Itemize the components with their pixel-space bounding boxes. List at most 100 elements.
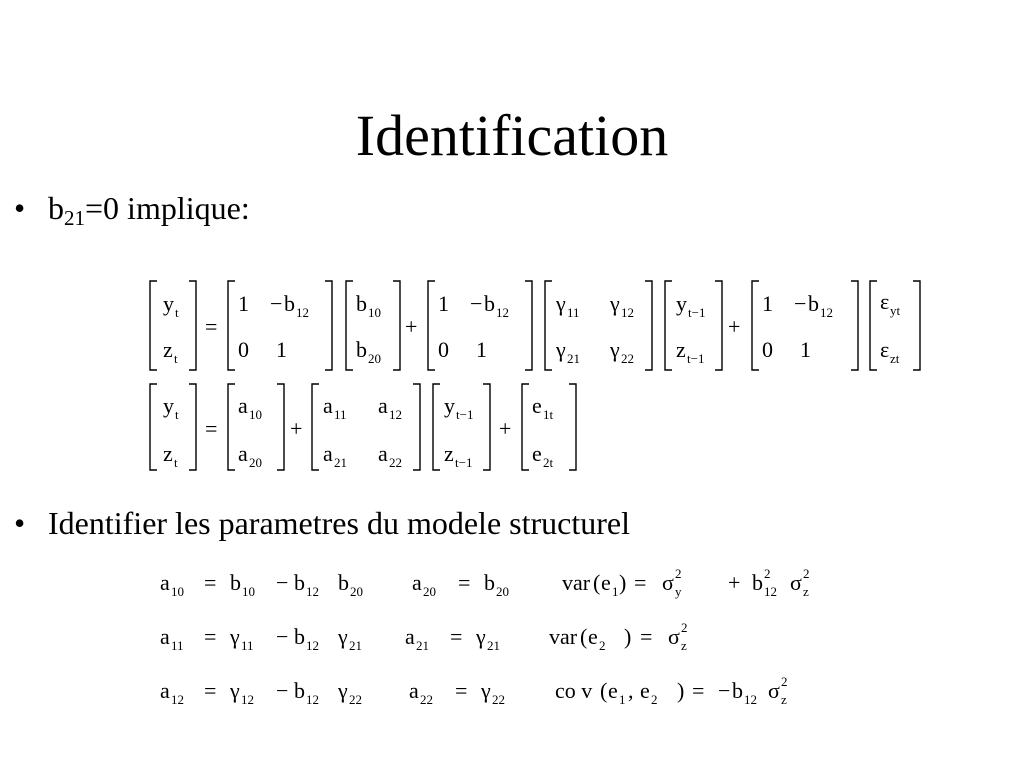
b0-vector-bracket-l — [345, 280, 353, 371]
rf-lag-y-base: y — [444, 393, 455, 418]
eq2-b12-base: b — [294, 624, 305, 649]
eq3-neg: − — [718, 678, 730, 703]
eq2-g11-base: γ — [229, 624, 240, 649]
eq2-g21-sub: 21 — [349, 638, 362, 653]
lhs-yt-sub: t — [175, 305, 179, 320]
e1t-base: e — [532, 393, 542, 418]
b-matrix-2-bracket-r — [525, 280, 533, 371]
eps-zt-base: ε — [880, 337, 889, 362]
rf-equals: = — [205, 416, 217, 441]
b3-22: 1 — [800, 337, 811, 362]
eq2-e2-sub: 2 — [599, 638, 606, 653]
eq1-minus: − — [276, 570, 288, 595]
bullet1-suffix: =0 implique: — [85, 190, 250, 226]
lag-y-sub: t−1 — [688, 305, 705, 320]
b1-b12-base: b — [284, 291, 295, 316]
eq2-a11-base: a — [160, 624, 170, 649]
eq2c-equals: = — [640, 624, 652, 649]
eps-yt-base: ε — [880, 289, 889, 314]
eq2-g21-base: γ — [337, 624, 348, 649]
gamma-matrix-bracket-l — [544, 280, 552, 371]
eq2-rhs-g21-sub: 21 — [487, 638, 500, 653]
lag-z-base: z — [676, 337, 686, 362]
gamma12-sub: 12 — [621, 305, 634, 320]
a20-base: a — [238, 441, 248, 466]
eq2-equals: = — [204, 624, 216, 649]
a0-vector-bracket-r — [277, 383, 285, 471]
b2-22: 1 — [476, 337, 487, 362]
eq1-sigma-z-sup: 2 — [803, 566, 810, 581]
lag-vector-bracket-r — [715, 280, 723, 371]
b1-11: 1 — [238, 291, 249, 316]
plus-sign: + — [405, 314, 417, 339]
e-vector-bracket-r — [569, 383, 577, 471]
eq1-sigma-y-base: σ — [662, 570, 674, 595]
eq1-sigma-y-sub: y — [675, 584, 682, 599]
b1-21: 0 — [238, 337, 249, 362]
a21-base: a — [323, 441, 333, 466]
eq3-a22-base: a — [409, 678, 419, 703]
b10-sub: 10 — [368, 305, 381, 320]
b-matrix-1-bracket-l — [227, 280, 235, 371]
eq2-a11-sub: 11 — [171, 638, 184, 653]
e1t-sub: 1t — [543, 407, 554, 422]
eq3-comma: , — [628, 678, 634, 703]
rf-lhs-zt-base: z — [163, 441, 173, 466]
e2t-base: e — [532, 441, 542, 466]
bullet-dot: • — [14, 505, 26, 541]
eq1-sigma-y-sup: 2 — [675, 566, 682, 581]
b3-11: 1 — [762, 291, 773, 316]
rf-lhs-zt-sub: t — [174, 455, 178, 470]
eq1-a10-base: a — [160, 570, 170, 595]
gamma22-sub: 22 — [621, 351, 634, 366]
eq3-a12-sub: 12 — [171, 692, 184, 707]
gamma-matrix-bracket-r — [645, 280, 653, 371]
a11-base: a — [323, 393, 333, 418]
rf-lag-vector-bracket-l — [432, 383, 440, 471]
reduced-lhs-bracket-r — [189, 383, 197, 471]
bullet1-prefix: b — [48, 190, 64, 226]
bullet1-subscript: 21 — [64, 206, 85, 230]
eq1-plus: + — [728, 570, 740, 595]
eq1-lp: ( — [593, 570, 600, 595]
eq3-sigma-z-base: σ — [768, 678, 780, 703]
eq3-sigma-z-sup: 2 — [781, 674, 788, 689]
eq1-var: var — [562, 570, 591, 595]
gamma11-sub: 11 — [567, 305, 580, 320]
a0-vector-bracket-l — [227, 383, 235, 471]
gamma21-base: γ — [555, 337, 566, 362]
rf-lag-z-base: z — [444, 441, 454, 466]
lhs-yt-base: y — [163, 291, 174, 316]
a12-base: a — [378, 393, 388, 418]
eq3-e2-sub: 2 — [651, 692, 658, 707]
eq3-b12b-base: b — [732, 678, 743, 703]
eq1-a20-sub: 20 — [423, 584, 436, 599]
b20-base: b — [356, 337, 367, 362]
eq1-b10-base: b — [230, 570, 241, 595]
eq3-g12-sub: 12 — [241, 692, 254, 707]
eq2-var: var — [549, 624, 578, 649]
a10-sub: 10 — [249, 407, 262, 422]
b1-b12-sub: 12 — [296, 305, 309, 320]
eq3c-equals: = — [692, 678, 704, 703]
eq3-a22-sub: 22 — [420, 692, 433, 707]
eq2-rp: ) — [624, 624, 631, 649]
eq3-lp: ( — [600, 678, 607, 703]
eq3-sigma-z-sub: z — [781, 692, 787, 707]
eq2-minus: − — [276, 624, 288, 649]
a-matrix-bracket-l — [311, 383, 319, 471]
gamma21-sub: 21 — [567, 351, 580, 366]
b-matrix-2-bracket-l — [427, 280, 435, 371]
rf-lhs-yt-base: y — [163, 393, 174, 418]
eq3-rhs-g22-base: γ — [480, 678, 491, 703]
b2-11: 1 — [438, 291, 449, 316]
eq2-b12-sub: 12 — [306, 638, 319, 653]
b-matrix-1-bracket-r — [325, 280, 333, 371]
epsilon-vector-bracket-r — [913, 280, 921, 371]
rf-lag-y-sub: t−1 — [456, 407, 473, 422]
bullet-dot: • — [14, 190, 26, 226]
eps-yt-sub: yt — [890, 303, 901, 318]
eq1-b20-sub: 20 — [350, 584, 363, 599]
eq1-rhs-b20-base: b — [484, 570, 495, 595]
b10-base: b — [356, 291, 367, 316]
